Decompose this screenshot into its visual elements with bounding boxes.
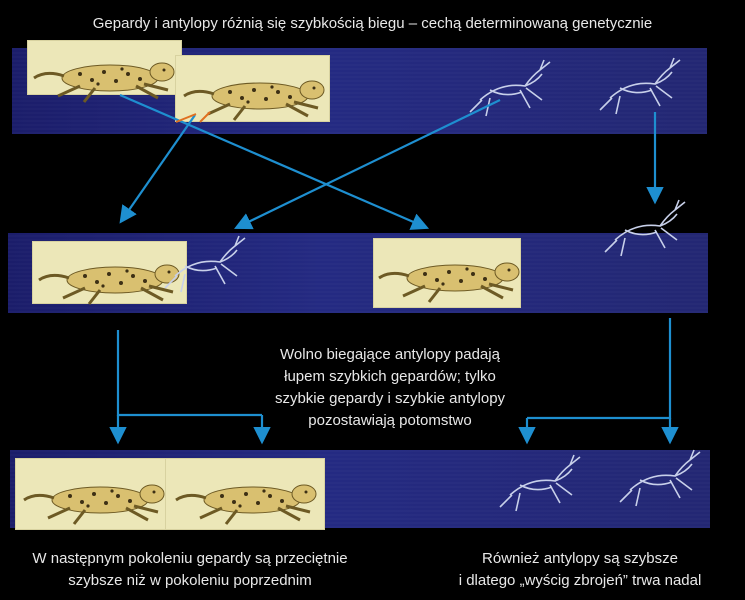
orange-mark	[175, 111, 211, 123]
diagram-title: Gepardy i antylopy różnią się szybkością…	[92, 15, 653, 32]
bottom-left-caption: W następnym pokoleniu gepardy są przecię…	[0, 548, 380, 592]
arrow-gen1-to-gen2	[119, 114, 196, 224]
cheetah-icon	[377, 261, 521, 304]
bottom-right-caption-line: i dlatego „wyścig zbrojeń” trwa nadal	[458, 572, 702, 589]
antelope-icon	[499, 454, 581, 512]
middle-caption-line: łupem szybkich gepardów; tylko	[284, 368, 496, 385]
bottom-left-caption-line: W następnym pokoleniu gepardy są przecię…	[32, 550, 348, 567]
antelope-icon	[599, 57, 681, 115]
cheetah-icon	[174, 483, 318, 526]
middle-caption-line: szybkie gepardy i szybkie antylopy	[274, 390, 506, 407]
antelope-icon	[164, 235, 246, 293]
cheetah-icon	[22, 483, 166, 526]
arrow-gen1-to-gen2	[234, 99, 501, 230]
cheetah-icon	[32, 61, 176, 104]
middle-caption-line: pozostawiają potomstwo	[308, 412, 472, 429]
bottom-left-caption-line: szybsze niż w pokoleniu poprzednim	[68, 572, 312, 589]
middle-caption: Wolno biegające antylopy padają łupem sz…	[230, 344, 550, 432]
antelope-icon	[604, 199, 686, 257]
antelope-icon	[619, 449, 701, 507]
bottom-right-caption-line: Również antylopy są szybsze	[482, 550, 678, 567]
middle-caption-line: Wolno biegające antylopy padają	[280, 346, 500, 363]
cheetah-icon	[182, 79, 326, 122]
bottom-right-caption: Również antylopy są szybsze i dlatego „w…	[420, 548, 740, 592]
arrow-gen1-to-gen2	[119, 93, 430, 230]
cheetah-icon	[37, 263, 181, 306]
